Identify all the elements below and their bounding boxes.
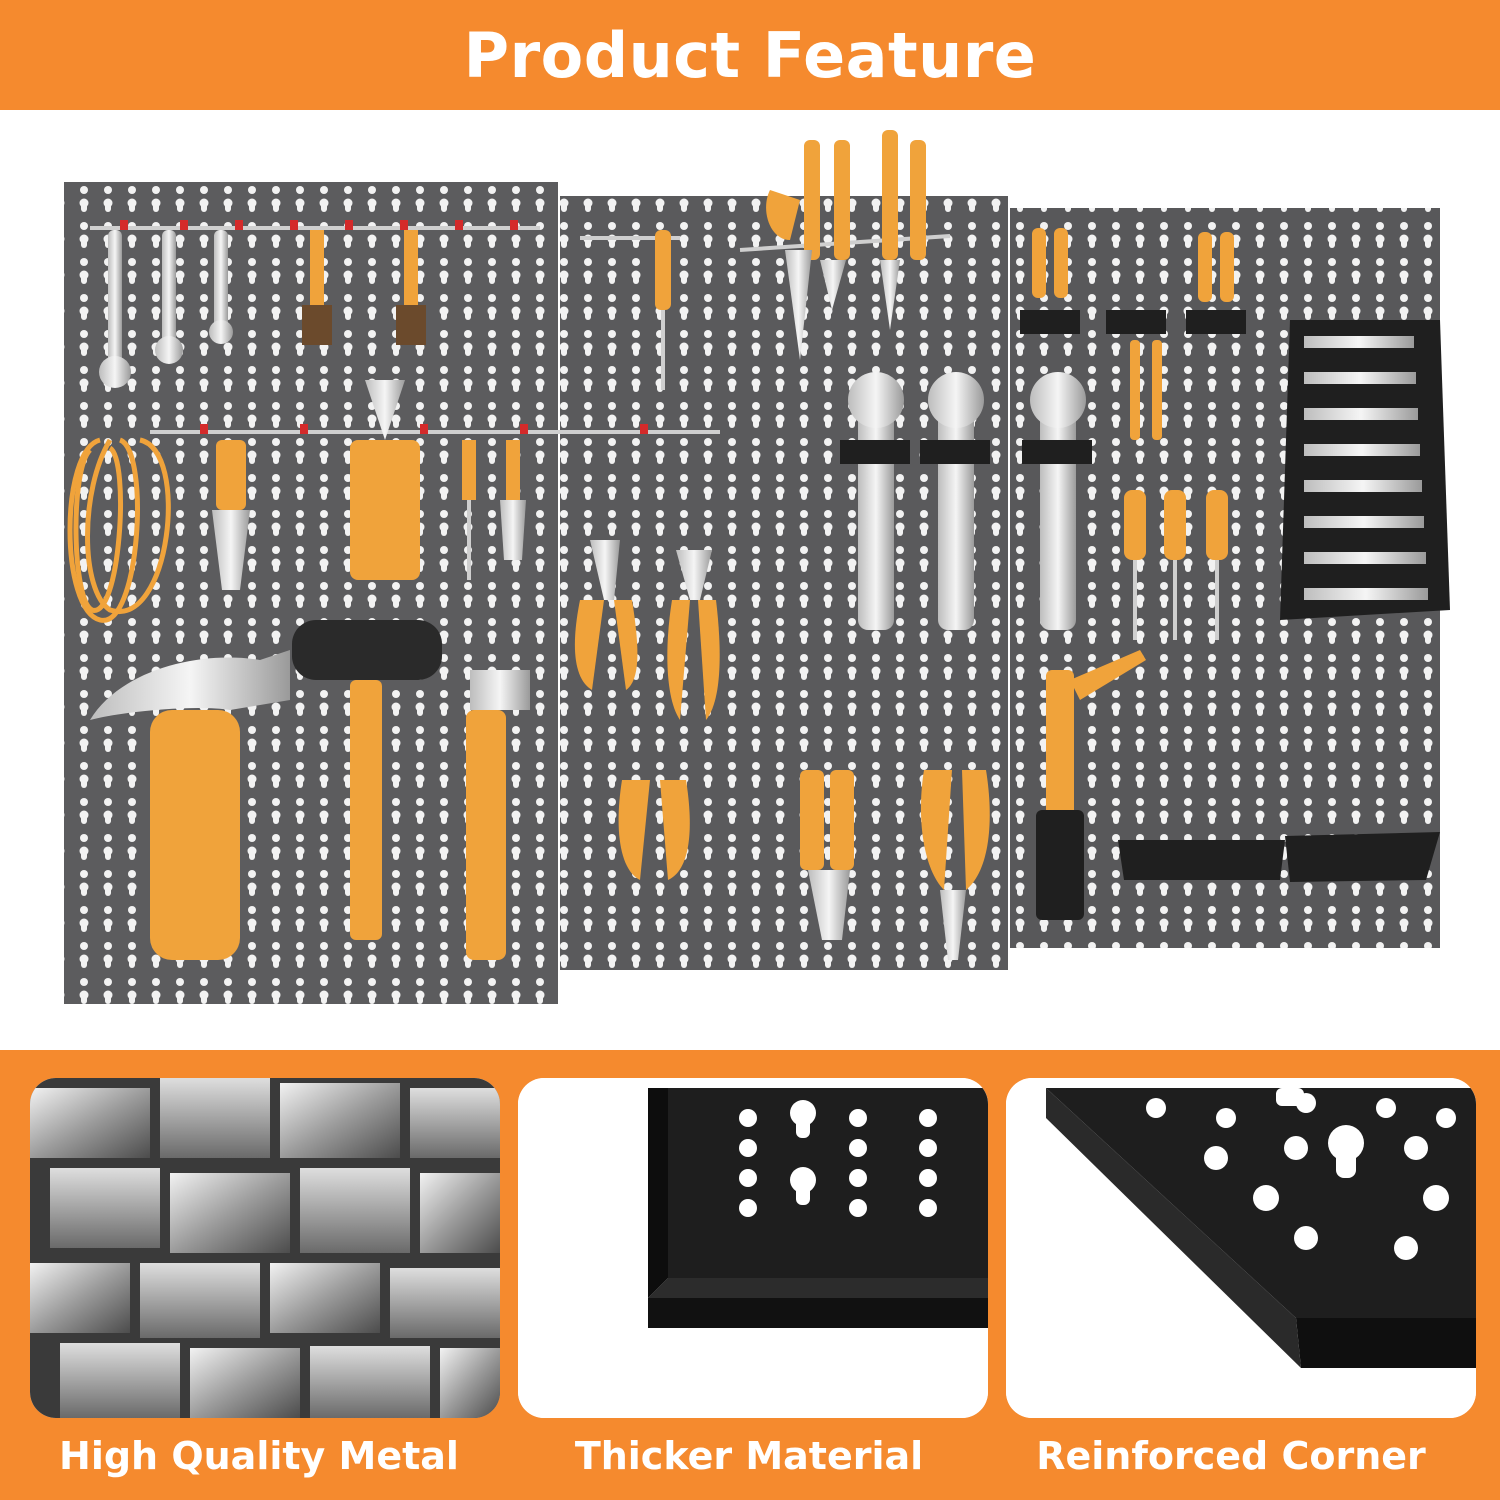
feature-card-thickness bbox=[518, 1078, 988, 1418]
feature-label-metal: High Quality Metal bbox=[59, 1434, 459, 1478]
header-banner: Product Feature bbox=[0, 0, 1500, 110]
board-corner-image bbox=[1006, 1078, 1476, 1418]
feature-label-corner: Reinforced Corner bbox=[1036, 1434, 1426, 1478]
page-title: Product Feature bbox=[463, 18, 1037, 92]
board-edge-image bbox=[518, 1078, 988, 1418]
pegboard-illustration bbox=[64, 130, 1450, 1004]
feature-card-metal bbox=[30, 1078, 500, 1418]
pegboard-product-image bbox=[0, 110, 1500, 1050]
feature-label-thickness: Thicker Material bbox=[574, 1434, 924, 1478]
feature-card-corner bbox=[1006, 1078, 1476, 1418]
metal-bars-image bbox=[30, 1078, 500, 1418]
